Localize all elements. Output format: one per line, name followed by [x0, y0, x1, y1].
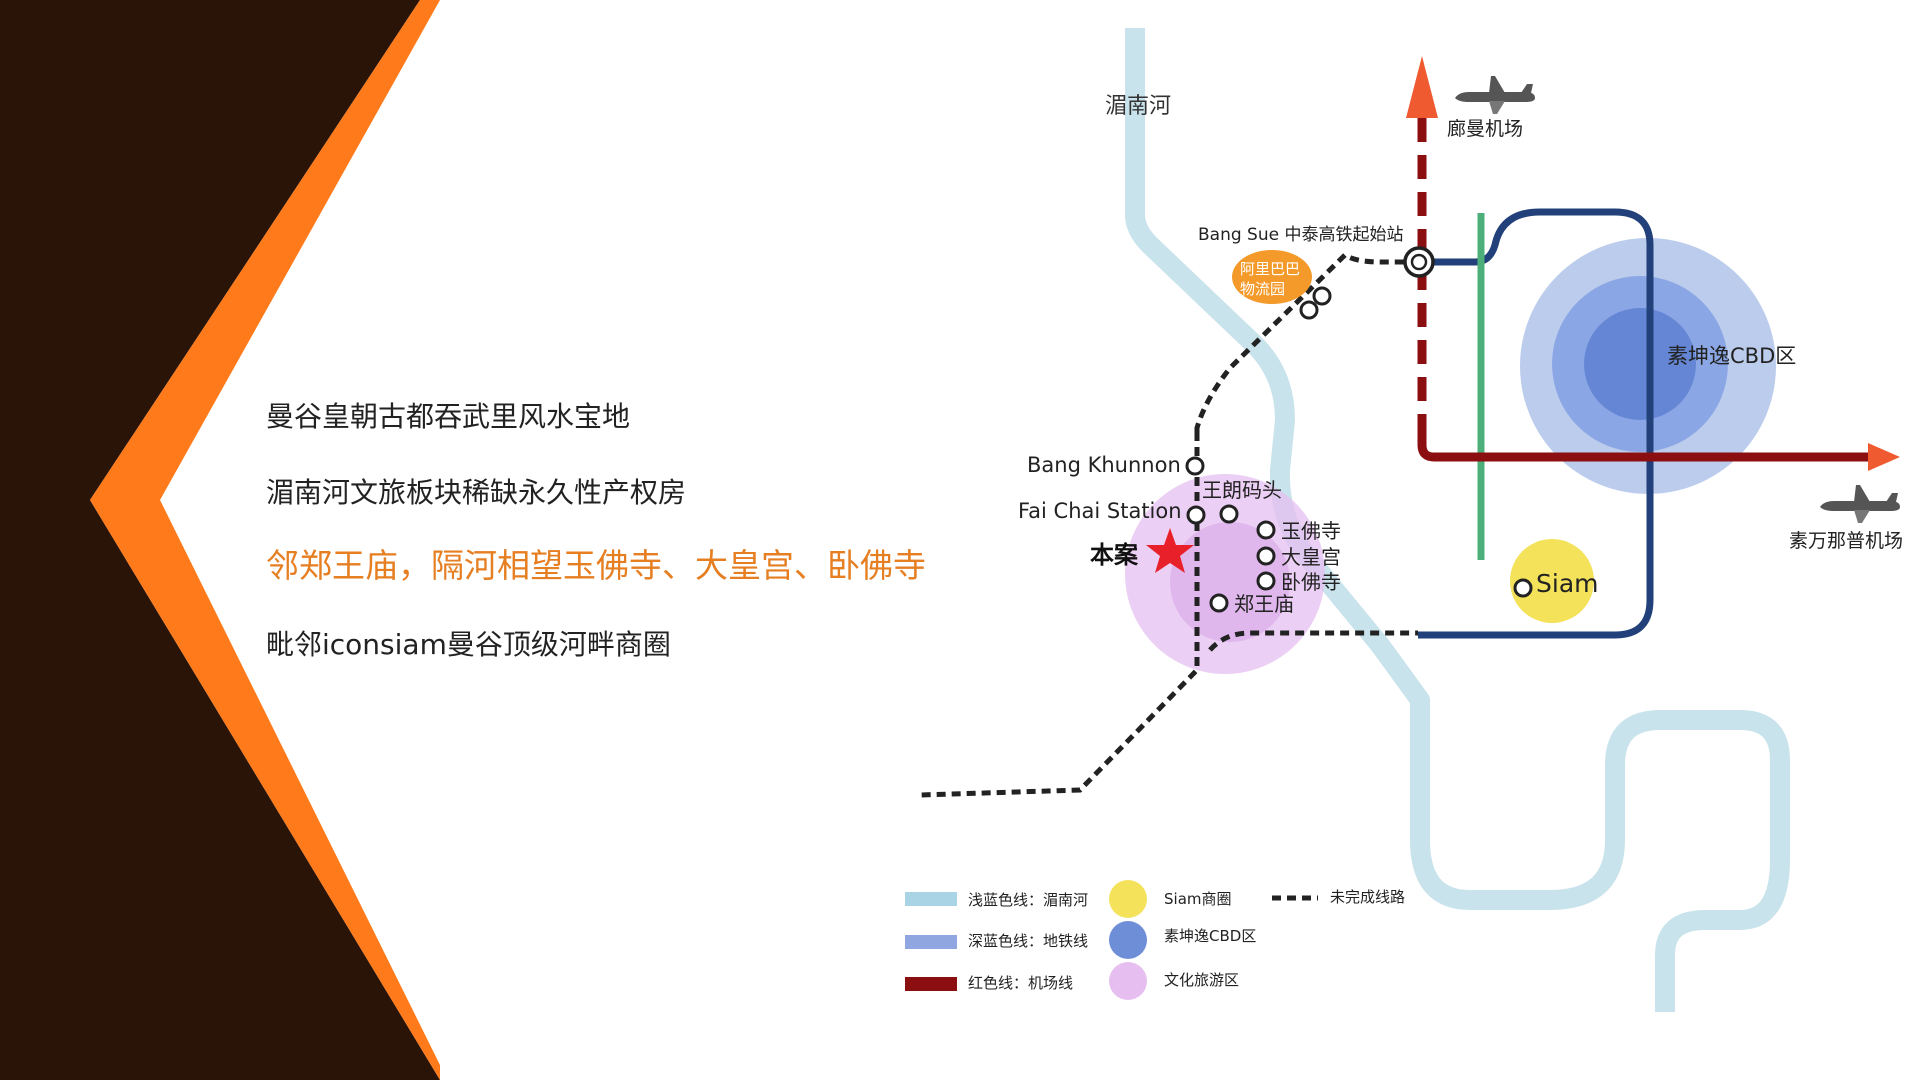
metro-line [1418, 208, 1654, 639]
plane-icon [1455, 76, 1535, 114]
legend-swatch-metro [905, 935, 957, 949]
bang-khunnon-label: Bang Khunnon [1027, 453, 1181, 477]
legend-swatch-cbd [1109, 921, 1147, 959]
arrow-north [1406, 56, 1438, 118]
bang-sue-station-inner [1410, 253, 1428, 271]
logistics-park-badge [1232, 250, 1312, 304]
arrow-east [1868, 443, 1900, 471]
legend-metro-label: 深蓝色线：地铁线 [968, 932, 1088, 950]
logistics-label-line2: 物流园 [1240, 280, 1285, 298]
project-label: 本案 [1090, 541, 1139, 569]
legend-swatch-siam [1109, 880, 1147, 918]
logistics-label-line1: 阿里巴巴 [1240, 260, 1300, 278]
legend-unfinished-label: 未完成线路 [1330, 888, 1405, 906]
legend: 浅蓝色线：湄南河 深蓝色线：地铁线 红色线：机场线 Siam商圈 素坤逸CBD区… [905, 880, 1405, 1000]
station-node [1299, 300, 1319, 320]
orange-chevron [90, 0, 440, 1080]
wat-arun-label: 郑王庙 [1234, 592, 1294, 616]
legend-siam-label: Siam商圈 [1164, 890, 1232, 908]
pier-label: 王朗码头 [1202, 478, 1282, 502]
siam-label: Siam [1536, 569, 1599, 598]
reclining-buddha-station [1256, 571, 1276, 591]
chao-phraya-river [1125, 28, 1790, 1012]
hub-label: Bang Sue 中泰高铁起始站 [1198, 225, 1403, 245]
fai-chai-label: Fai Chai Station [1018, 499, 1182, 523]
bang-khunnon-station [1185, 456, 1205, 476]
airport-line-east [1417, 425, 1868, 462]
emerald-buddha-label: 玉佛寺 [1281, 519, 1341, 543]
feature-item: 湄南河文旅板块稀缺永久性产权房 [266, 476, 687, 509]
airport-east-label: 素万那普机场 [1789, 530, 1903, 552]
feature-item: 毗邻iconsiam曼谷顶级河畔商圈 [266, 628, 671, 661]
river-label: 湄南河 [1105, 94, 1171, 119]
unfinished-line-north [1194, 251, 1418, 432]
station-node [1312, 286, 1332, 306]
wat-arun-station [1209, 593, 1229, 613]
legend-swatch-airport [905, 977, 957, 991]
fai-chai-station [1186, 505, 1206, 525]
legend-cbd-label: 素坤逸CBD区 [1164, 927, 1256, 945]
feature-item: 曼谷皇朝古都吞武里风水宝地 [266, 400, 631, 433]
legend-swatch-culture [1109, 962, 1147, 1000]
legend-airport-label: 红色线：机场线 [968, 974, 1073, 992]
cbd-inner [1584, 308, 1696, 420]
legend-river-label: 浅蓝色线：湄南河 [968, 891, 1088, 909]
legend-culture-label: 文化旅游区 [1164, 971, 1239, 989]
unfinished-line-east [1208, 630, 1418, 652]
siam-station [1513, 578, 1533, 598]
plane-icon [1820, 485, 1900, 523]
pier-station [1219, 504, 1239, 524]
dark-panel [0, 0, 440, 1080]
legend-swatch-river [905, 892, 957, 906]
airport-north-label: 廊曼机场 [1447, 118, 1523, 140]
cbd-label: 素坤逸CBD区 [1667, 344, 1796, 368]
grand-palace-station [1256, 546, 1276, 566]
emerald-buddha-station [1256, 520, 1276, 540]
reclining-buddha-label: 卧佛寺 [1281, 570, 1341, 594]
feature-list: 曼谷皇朝古都吞武里风水宝地 湄南河文旅板块稀缺永久性产权房 邻郑王庙，隔河相望玉… [266, 398, 1026, 664]
project-star-icon [1146, 528, 1194, 573]
grand-palace-label: 大皇宫 [1281, 545, 1341, 569]
unfinished-line-south [919, 432, 1200, 798]
feature-item-highlight: 邻郑王庙，隔河相望玉佛寺、大皇宫、卧佛寺 [266, 546, 926, 585]
siam-zone [1510, 539, 1594, 623]
left-decoration [0, 0, 440, 1080]
